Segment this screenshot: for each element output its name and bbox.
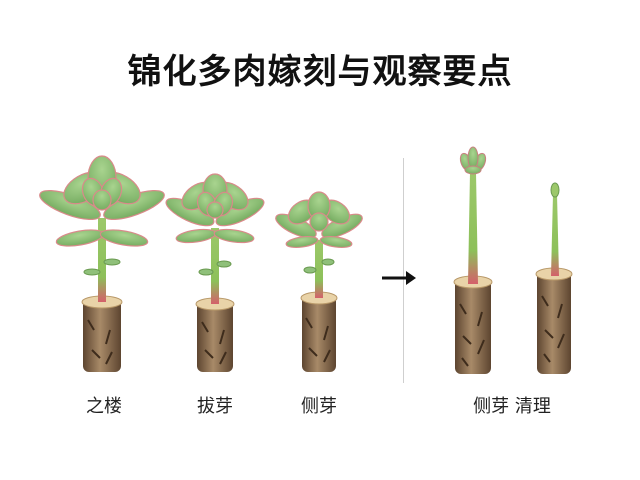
- stump-3: [300, 291, 338, 372]
- plant-2: [165, 173, 265, 372]
- stem-4: [468, 172, 478, 284]
- rosette-3: [275, 191, 363, 249]
- right-arrow-icon: [382, 271, 416, 285]
- small-leaves-1: [83, 258, 121, 276]
- rosette-1: [39, 155, 165, 247]
- plant-5: [535, 182, 573, 374]
- plant-4: [453, 146, 493, 374]
- divider: [403, 158, 404, 383]
- bud-4: [459, 146, 487, 175]
- small-leaves-2: [198, 260, 232, 276]
- caption-stage-3: 侧芽: [301, 396, 337, 417]
- stump-1: [81, 295, 123, 372]
- page-title: 锦化多肉嫁刻与观察要点: [127, 52, 513, 92]
- stem-2: [211, 228, 219, 304]
- caption-stage-4: 侧芽 清理: [473, 396, 551, 417]
- stem-3: [315, 240, 323, 298]
- plant-3: [275, 191, 363, 372]
- small-leaves-3: [303, 258, 335, 274]
- stump-2: [195, 297, 235, 372]
- stump-4: [453, 275, 493, 374]
- plant-1: [39, 155, 165, 372]
- stem-5: [551, 194, 559, 276]
- stem-1: [98, 218, 106, 302]
- rosette-2: [165, 173, 265, 244]
- tip-5: [550, 182, 560, 198]
- caption-stage-2: 拔芽: [197, 396, 233, 417]
- stump-5: [535, 267, 573, 374]
- caption-stage-1: 之楼: [86, 396, 122, 417]
